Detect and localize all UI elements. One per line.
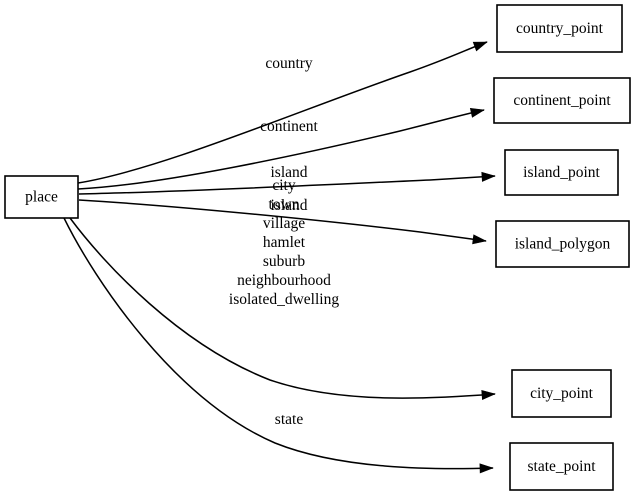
edge-line xyxy=(78,199,487,242)
edge-label-place-to-island_point: island xyxy=(270,164,307,181)
edges-layer xyxy=(63,41,496,474)
edge-label-place-to-island_polygon: island xyxy=(270,197,307,214)
edge-label-line: town xyxy=(269,196,300,213)
node-box-island_polygon[interactable] xyxy=(495,220,630,268)
nodes-layer: place country_point continent_point island_… xyxy=(4,4,631,491)
edge-label-line: continent xyxy=(260,118,318,135)
node-state_point[interactable]: state_point xyxy=(509,442,614,491)
edge-label-line: hamlet xyxy=(263,234,306,251)
edge-label-place-to-continent_point: continent xyxy=(260,118,318,135)
node-city_point[interactable]: city_point xyxy=(511,369,612,418)
node-label-island_point: island_point xyxy=(523,164,600,181)
edge-label-line: city xyxy=(272,177,295,194)
edge-label-line: isolated_dwelling xyxy=(229,291,339,308)
node-country_point[interactable]: country_point xyxy=(496,4,623,53)
edge-place-to-continent_point xyxy=(77,107,485,190)
edge-place-to-city_point xyxy=(69,217,496,401)
node-label-country_point: country_point xyxy=(516,20,604,37)
arrowhead-icon xyxy=(481,171,496,182)
arrowhead-icon xyxy=(481,389,496,401)
edge-label-line: suburb xyxy=(263,253,305,270)
node-box-island_point[interactable] xyxy=(504,149,619,196)
edge-line xyxy=(77,41,488,184)
edge-place-to-island_point xyxy=(78,171,496,195)
node-box-country_point[interactable] xyxy=(496,4,623,53)
edge-label-line: country xyxy=(265,55,313,72)
node-label-city_point: city_point xyxy=(530,385,594,402)
edge-place-to-country_point xyxy=(77,41,488,184)
node-box-state_point[interactable] xyxy=(509,442,614,491)
edge-label-line: state xyxy=(275,411,304,428)
node-place[interactable]: place xyxy=(4,175,79,219)
arrowhead-icon xyxy=(472,234,487,245)
edge-label-line: island xyxy=(270,164,307,181)
edge-line xyxy=(78,175,496,195)
node-label-island_polygon: island_polygon xyxy=(515,236,611,253)
edge-label-line: village xyxy=(263,215,305,232)
node-box-continent_point[interactable] xyxy=(493,77,631,124)
edge-line xyxy=(77,109,485,190)
edge-label-line: island xyxy=(270,197,307,214)
arrowhead-icon xyxy=(472,41,488,52)
node-label-state_point: state_point xyxy=(527,458,596,475)
edge-label-place-to-city_point: city town village hamlet suburb neighbourhood… xyxy=(229,177,339,308)
edge-place-to-state_point xyxy=(63,217,494,474)
edge-label-place-to-country_point: country xyxy=(265,55,313,72)
arrowhead-icon xyxy=(469,107,485,118)
node-island_polygon[interactable]: island_polygon xyxy=(495,220,630,268)
node-label-place: place xyxy=(25,189,58,206)
edge-line xyxy=(69,217,496,399)
arrowhead-icon xyxy=(479,463,494,474)
edge-line xyxy=(63,217,494,470)
node-island_point[interactable]: island_point xyxy=(504,149,619,196)
edge-label-line: neighbourhood xyxy=(237,272,331,289)
node-box-place[interactable] xyxy=(4,175,79,219)
node-box-city_point[interactable] xyxy=(511,369,612,418)
edge-place-to-island_polygon xyxy=(78,199,487,245)
node-label-continent_point: continent_point xyxy=(513,92,611,109)
node-continent_point[interactable]: continent_point xyxy=(493,77,631,124)
edge-label-place-to-state_point: state xyxy=(275,411,304,428)
